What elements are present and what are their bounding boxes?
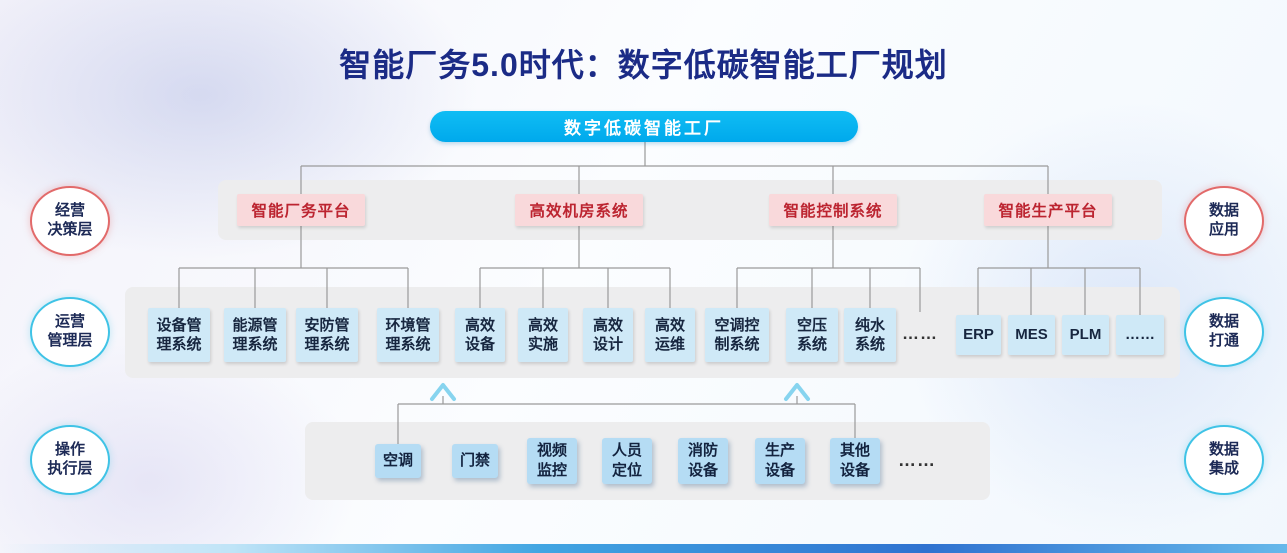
system-box: 空调控 制系统	[705, 308, 769, 362]
system-box-label: 安防管	[304, 316, 350, 334]
device-box-label: 设备	[839, 462, 870, 479]
layer-circle-label: 管理层	[47, 332, 93, 349]
device-box: 其他 设备	[830, 438, 880, 484]
layer-circle-decision: 经营 决策层	[30, 186, 110, 256]
system-box: 安防管 理系统	[296, 308, 358, 362]
system-box-label: 设计	[592, 336, 623, 353]
system-box-label: 系统	[796, 336, 827, 353]
root-node: 数字低碳智能工厂	[430, 111, 858, 142]
system-box-label: 高效	[654, 316, 685, 334]
device-box-label: 定位	[611, 462, 642, 479]
system-box-label: ERP	[963, 326, 994, 344]
system-box-label: 理系统	[156, 336, 202, 353]
up-arrow-icon	[784, 383, 810, 401]
system-box-label: PLM	[1069, 326, 1102, 344]
system-box: ERP	[956, 315, 1001, 355]
device-box-label: 监控	[536, 462, 567, 479]
device-box: 空调	[375, 444, 421, 478]
layer-circle-label: 决策层	[47, 221, 93, 238]
device-box: 生产 设备	[755, 438, 805, 484]
layer-circle-label: 经营	[54, 202, 85, 220]
system-box-label: 高效	[464, 316, 495, 334]
root-node-label: 数字低碳智能工厂	[564, 119, 724, 138]
system-box-label: 空调控	[714, 316, 760, 334]
system-box-label: ……	[1125, 326, 1155, 344]
system-box: 纯水 系统	[844, 308, 896, 362]
system-box: MES	[1008, 315, 1055, 355]
ellipsis-label: ……	[902, 324, 938, 343]
system-box-label: 高效	[592, 316, 623, 334]
system-box-label: 空压	[796, 316, 827, 334]
device-box-label: 其他	[839, 441, 870, 459]
layer-circle-label: 操作	[54, 441, 85, 459]
system-box-label: 设备	[464, 336, 495, 353]
system-box: ……	[1116, 315, 1164, 355]
data-circle-label: 数据	[1208, 441, 1239, 459]
device-box: 门禁	[452, 444, 498, 478]
platform-box-control: 智能控制系统	[769, 194, 897, 226]
device-box-label: 设备	[687, 462, 718, 479]
system-box: 高效 实施	[518, 308, 568, 362]
device-box-label: 消防	[687, 441, 718, 459]
system-box-label: 能源管	[232, 316, 278, 334]
device-box: 视频 监控	[527, 438, 577, 484]
data-circle-label: 集成	[1208, 460, 1239, 477]
device-box-label: 视频	[536, 441, 567, 459]
data-circle-application: 数据 应用	[1184, 186, 1264, 256]
layer-circle-label: 运营	[54, 313, 85, 331]
device-box-label: 门禁	[459, 451, 490, 469]
system-box-label: MES	[1015, 326, 1048, 344]
layer-circle-operation: 运营 管理层	[30, 297, 110, 367]
system-box: 设备管 理系统	[148, 308, 210, 362]
system-box-label: 理系统	[304, 336, 350, 353]
data-circle-label: 数据	[1208, 313, 1239, 331]
data-circle-connectivity: 数据 打通	[1184, 297, 1264, 367]
device-box-label: 生产	[764, 441, 795, 459]
device-box: 消防 设备	[678, 438, 728, 484]
layer-circle-execution: 操作 执行层	[30, 425, 110, 495]
system-box: 环境管 理系统	[377, 308, 439, 362]
ellipsis-label: ……	[898, 450, 936, 470]
system-box-label: 高效	[527, 316, 558, 334]
system-box: 空压 系统	[786, 308, 838, 362]
platform-box-production: 智能生产平台	[984, 194, 1112, 226]
data-circle-integration: 数据 集成	[1184, 425, 1264, 495]
system-box-label: 实施	[527, 336, 558, 353]
platform-box-facility: 智能厂务平台	[237, 194, 365, 226]
system-box-label: 环境管	[385, 316, 431, 334]
system-box: 高效 设备	[455, 308, 505, 362]
system-box: 高效 设计	[583, 308, 633, 362]
system-box-label: 纯水	[854, 316, 885, 334]
data-circle-label: 数据	[1208, 202, 1239, 220]
system-box-label: 运维	[654, 336, 685, 353]
device-box-label: 空调	[382, 451, 413, 469]
device-box-label: 人员	[611, 441, 642, 459]
bottom-accent-bar	[0, 544, 1287, 553]
system-box: 高效 运维	[645, 308, 695, 362]
data-circle-label: 打通	[1208, 332, 1239, 349]
system-box-label: 设备管	[156, 316, 202, 334]
system-box-label: 系统	[854, 336, 885, 353]
system-box-label: 理系统	[385, 336, 431, 353]
page-title: 智能厂务5.0时代：数字低碳智能工厂规划	[339, 47, 948, 83]
platform-box-machine-room: 高效机房系统	[515, 194, 643, 226]
system-box: 能源管 理系统	[224, 308, 286, 362]
device-box-label: 设备	[764, 462, 795, 479]
system-box-label: 理系统	[232, 336, 278, 353]
up-arrow-icon	[430, 383, 456, 401]
layer-circle-label: 执行层	[47, 460, 93, 477]
system-box-label: 制系统	[714, 336, 760, 353]
data-circle-label: 应用	[1208, 221, 1239, 238]
system-box: PLM	[1062, 315, 1109, 355]
device-box: 人员 定位	[602, 438, 652, 484]
